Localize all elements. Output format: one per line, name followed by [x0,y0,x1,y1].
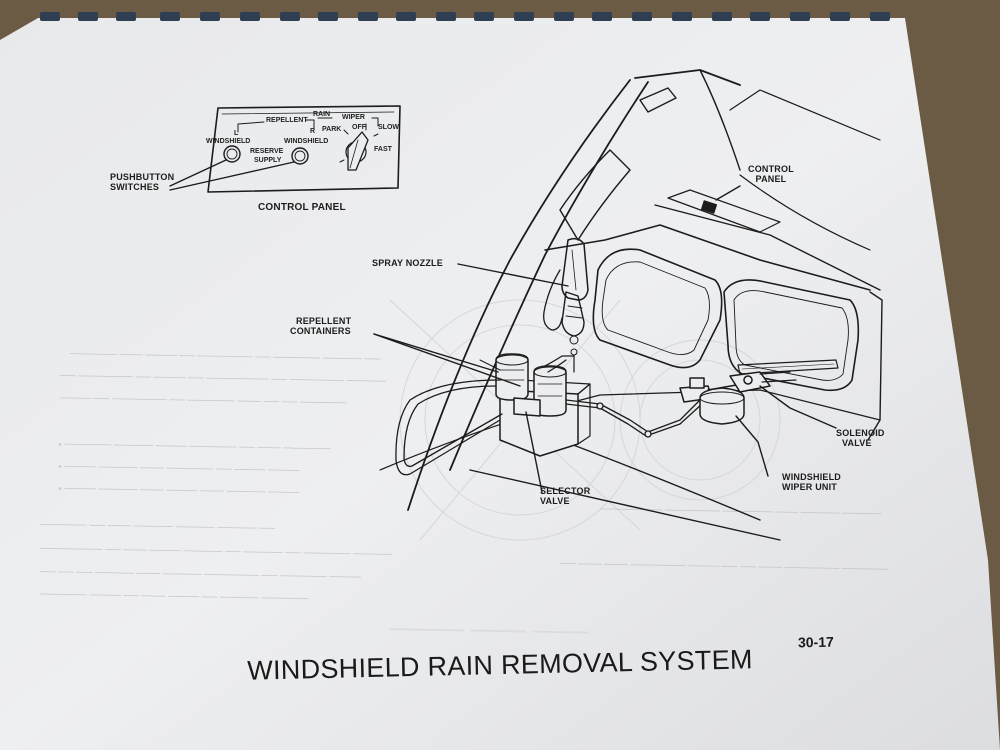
callout-line: SWITCHES [110,182,160,192]
panel-label-windshield-right: WINDSHIELD [284,138,329,145]
callout-selector-valve: SELECTOR VALVE [540,486,590,506]
panel-label-repellent: REPELLENT [266,117,308,124]
callout-repellent-containers: REPELLENT CONTAINERS [290,316,351,336]
panel-label-rain: RAIN [313,111,331,118]
panel-label-slow: SLOW [378,124,399,131]
callout-line: VALVE [842,438,872,448]
panel-label-wiper: WIPER [342,114,365,121]
callout-line: WINDSHIELD [782,472,841,482]
panel-label-reserve: RESERVE [250,148,284,155]
callout-line: CONTROL [748,164,794,174]
callout-leaders [373,185,837,493]
callout-line: VALVE [540,496,570,506]
callout-line: PUSHBUTTON [110,172,175,182]
callout-spray-nozzle: SPRAY NOZZLE [372,258,443,268]
callout-line: REPELLENT [296,316,352,326]
callout-line: WIPER UNIT [782,482,837,492]
airframe-outline [379,69,883,541]
panel-label-l: L [234,130,239,137]
spray-nozzle [543,237,589,373]
callout-control-panel-title: CONTROL PANEL [258,202,346,213]
callout-control-panel: CONTROL PANEL [748,164,794,184]
panel-label-r: R [310,128,316,135]
panel-label-fast: FAST [374,146,392,153]
panel-label-windshield-left: WINDSHIELD [206,138,251,145]
fluid-lines [395,355,703,476]
panel-label-supply: SUPPLY [254,157,282,164]
panel-label-park: PARK [322,126,342,133]
callout-line: PANEL [755,174,787,184]
binder-rings [40,12,890,21]
page-number: 30-17 [797,633,834,651]
callout-solenoid-valve: SOLENOID VALVE [836,428,885,448]
callout-line: CONTAINERS [290,326,351,336]
callout-windshield-wiper-unit: WINDSHIELD WIPER UNIT [782,472,841,492]
callout-pushbutton-switches: PUSHBUTTON SWITCHES [110,172,174,192]
callout-line: SELECTOR [540,486,591,496]
callout-line: SOLENOID [836,428,885,438]
windshield-wiper-unit [699,371,797,425]
panel-label-off: OFF [352,124,366,131]
control-panel-inset [169,105,401,193]
